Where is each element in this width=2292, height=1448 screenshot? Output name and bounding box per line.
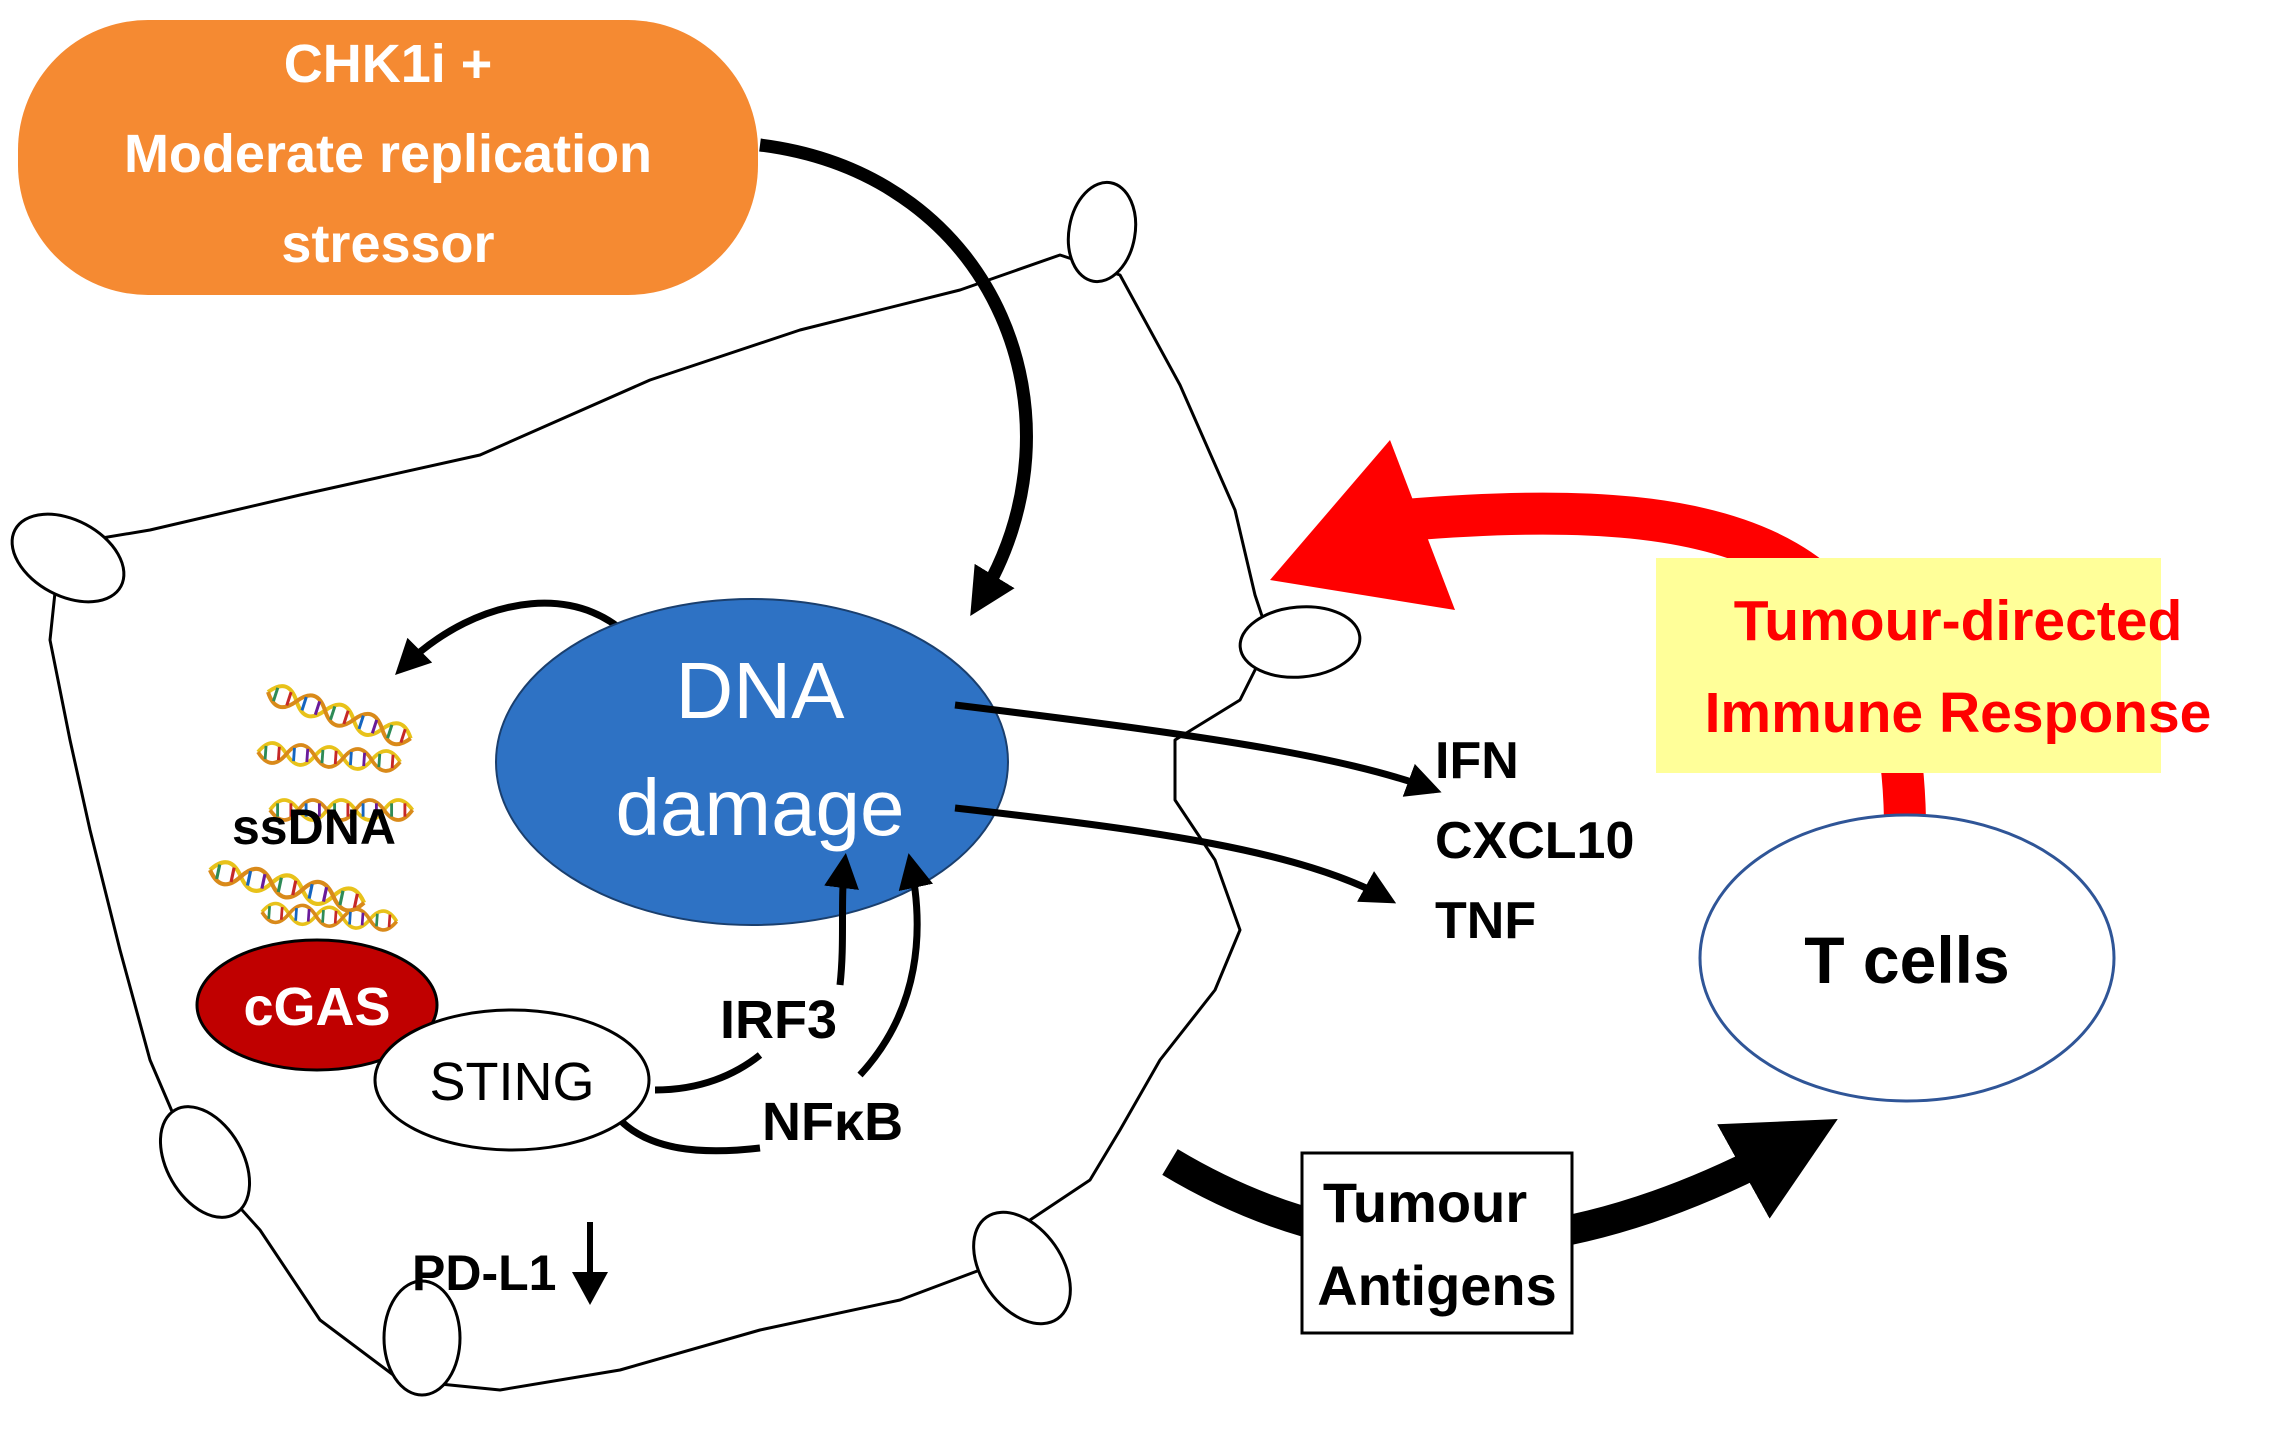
arrowhead-icon — [1270, 440, 1455, 610]
irf3-to-damage-arrow — [824, 853, 859, 986]
tnf-label: TNF — [1435, 892, 1536, 950]
dna-damage-line2: damage — [615, 763, 904, 852]
receptor-top — [1066, 180, 1138, 284]
receptor-bottom-right — [972, 1210, 1072, 1326]
sting-to-irf3-line — [654, 1052, 763, 1094]
cgas-ellipse — [195, 938, 439, 1072]
pdl1-label: PD-L1 — [412, 1245, 556, 1301]
sting-ellipse — [373, 1008, 651, 1152]
antigens-box — [1300, 1151, 1574, 1335]
immune-response-box — [1656, 558, 2161, 773]
immune-response-line1: Tumour-directed — [1734, 589, 2183, 653]
treatment-line2: Moderate replication — [124, 124, 652, 184]
treatment-line3: stressor — [281, 214, 494, 274]
treatment-box — [18, 20, 758, 295]
immune-response-line2: Immune Response — [1705, 681, 2212, 745]
tcells-ellipse — [1698, 813, 2116, 1103]
dna-damage-ellipse — [495, 598, 1009, 926]
ssdna-label: ssDNA — [232, 799, 396, 855]
nfkb-label: NFκB — [762, 1092, 903, 1152]
receptor-bottom — [382, 1279, 462, 1397]
irf3-label: IRF3 — [720, 990, 837, 1050]
damage-to-ifn-arrow — [954, 701, 1442, 797]
antigens-line1: Tumour — [1323, 1171, 1527, 1234]
treatment-line1: CHK1i + — [284, 34, 493, 94]
cgas-label: cGAS — [243, 977, 390, 1037]
antigens-line2: Antigens — [1317, 1254, 1557, 1317]
dna-damage-line1: DNA — [676, 646, 846, 735]
cxcl10-label: CXCL10 — [1435, 812, 1634, 870]
receptor-lower-left — [158, 1105, 252, 1219]
nfkb-to-damage-arrow — [857, 853, 933, 1078]
sting-to-nfkb-line — [617, 1117, 761, 1155]
receptor-left — [10, 512, 126, 604]
damage-to-tnf-arrow — [954, 804, 1397, 904]
down-arrow-icon — [572, 1222, 608, 1305]
receptor-right — [1238, 605, 1362, 679]
sting-label: STING — [429, 1052, 594, 1112]
tcells-label: T cells — [1804, 923, 2009, 997]
ifn-label: IFN — [1435, 732, 1519, 790]
treatment-to-damage-arrow — [759, 138, 1033, 616]
